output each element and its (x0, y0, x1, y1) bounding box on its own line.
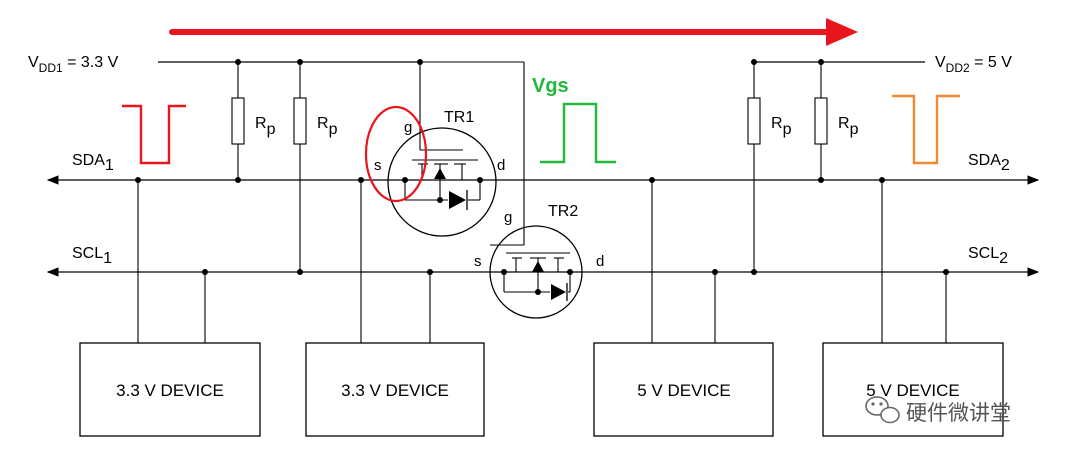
device-wires (137, 180, 947, 343)
wechat-icon (865, 396, 900, 424)
transistor-tr2: g s d TR2 (474, 203, 604, 319)
scl2-label: SCL2 (968, 245, 1008, 267)
vdd1-label: VDD1 = 3.3 V (28, 54, 119, 75)
direction-arrow (169, 18, 858, 46)
device-label: 3.3 V DEVICE (116, 381, 224, 400)
vgs-label: Vgs (532, 75, 569, 97)
resistor-label: Rp (838, 115, 859, 138)
device-label: 3.3 V DEVICE (341, 381, 449, 400)
junction-dots (135, 59, 949, 275)
watermark: 硬件微讲堂 (865, 396, 1011, 425)
device-box: 3.3 V DEVICE (305, 342, 485, 437)
sda1-waveform (122, 104, 186, 165)
resistor-label: Rp (255, 115, 276, 138)
pullup-resistor: Rp (293, 62, 338, 272)
device-box: 5 V DEVICE (822, 342, 1004, 437)
sda1-label: SDA1 (72, 152, 114, 174)
tr2-drain-label: d (596, 253, 604, 270)
tr1-source-label: s (374, 157, 382, 174)
pullup-resistor: Rp (231, 62, 276, 180)
tr2-name-label: TR2 (548, 203, 578, 220)
sda2-waveform (892, 94, 960, 165)
tr1-gate-label: g (404, 119, 412, 136)
tr2-source-label: s (474, 253, 482, 270)
pullup-resistor: Rp (814, 62, 859, 180)
vgs-waveform (540, 102, 616, 164)
device-box: 3.3 V DEVICE (79, 342, 261, 437)
device-box: 5 V DEVICE (593, 342, 774, 437)
device-label: 5 V DEVICE (637, 381, 731, 400)
sda-bus: SDA1 SDA2 (46, 152, 1040, 185)
vdd2-rail: VDD2 = 5 V (754, 54, 1012, 75)
transistor-tr1: g s d TR1 (374, 109, 505, 237)
highlight-circle (364, 105, 428, 203)
tr1-drain-label: d (497, 157, 505, 174)
scl1-label: SCL1 (72, 245, 112, 267)
device-label: 5 V DEVICE (866, 381, 960, 400)
pullup-resistor: Rp (747, 62, 792, 272)
watermark-text: 硬件微讲堂 (906, 401, 1011, 425)
resistor-label: Rp (771, 115, 792, 138)
tr1-name-label: TR1 (444, 109, 474, 126)
tr2-gate-label: g (504, 209, 512, 226)
sda2-label: SDA2 (968, 152, 1010, 174)
vdd1-rail: VDD1 = 3.3 V (28, 54, 420, 75)
resistor-label: Rp (317, 115, 338, 138)
vdd2-label: VDD2 = 5 V (935, 54, 1012, 75)
